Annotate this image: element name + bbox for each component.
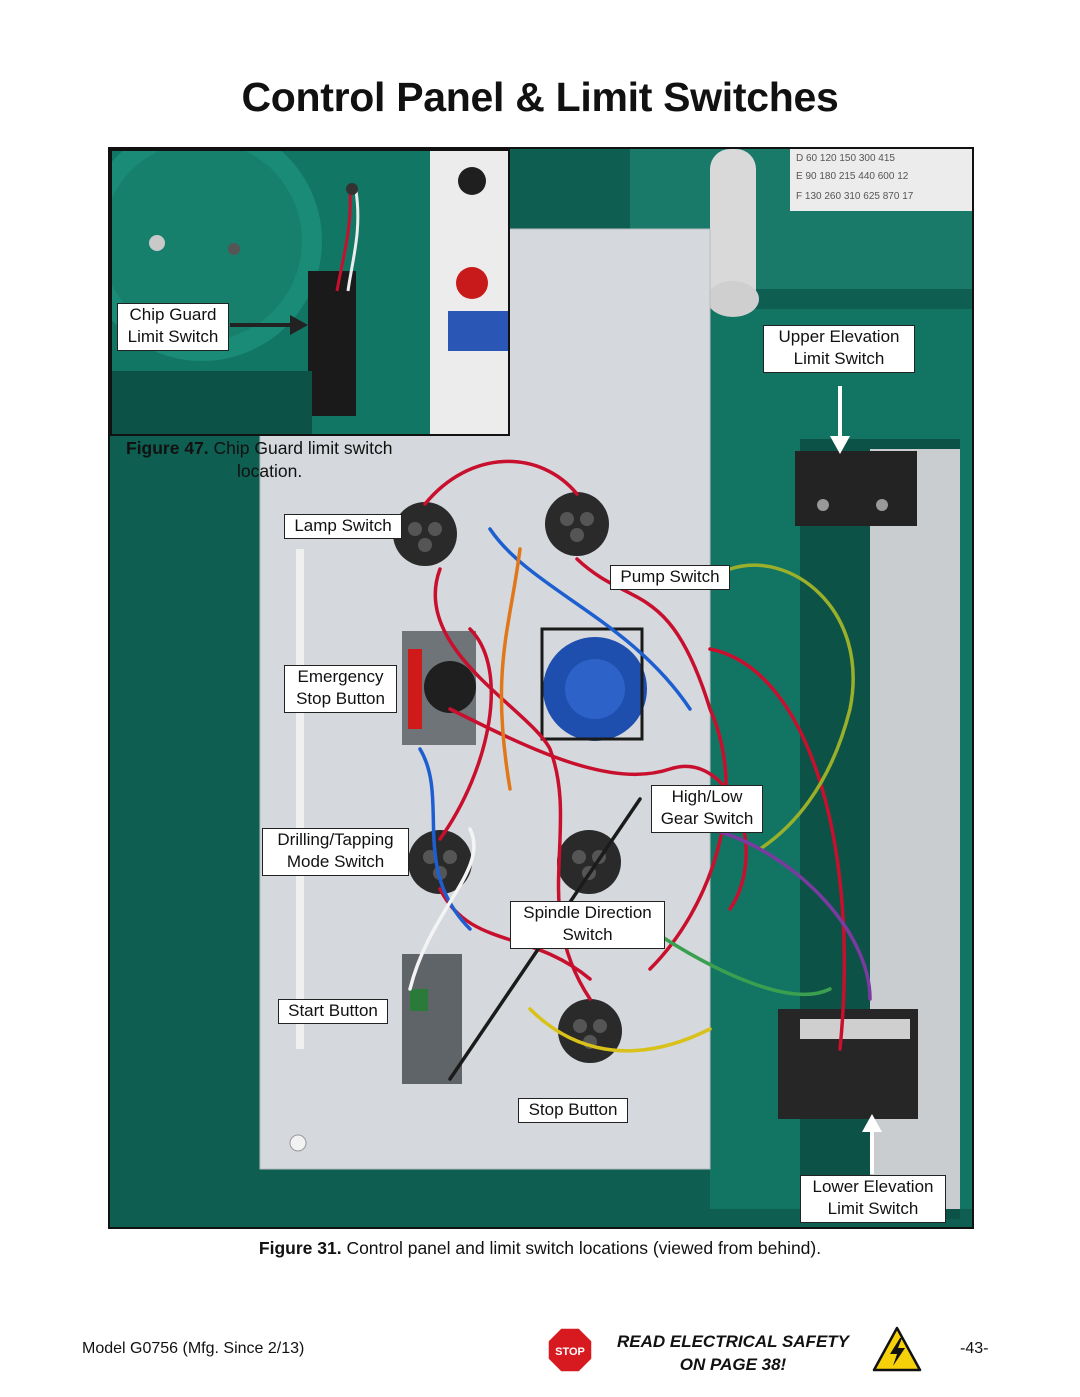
chip-guard-illustration bbox=[112, 151, 508, 434]
figure-31-caption: Figure 31. Control panel and limit switc… bbox=[0, 1237, 1080, 1260]
control-panel-photo: D 60 120 150 300 415 E 90 180 215 440 60… bbox=[108, 147, 974, 1229]
chip-guard-limit-switch-callout: Chip Guard Limit Switch bbox=[117, 303, 229, 351]
upper-elevation-limit-switch-callout: Upper Elevation Limit Switch bbox=[763, 325, 915, 373]
chip-guard-arrow-icon bbox=[230, 315, 308, 335]
emergency-stop-button-callout: Emergency Stop Button bbox=[284, 665, 397, 713]
svg-text:F 130 260 310 625 870 17: F 130 260 310 625 870 17 bbox=[796, 191, 914, 202]
electrical-hazard-icon bbox=[872, 1326, 922, 1372]
page-number: -43- bbox=[960, 1340, 989, 1357]
page-title: Control Panel & Limit Switches bbox=[241, 74, 839, 120]
figure-47-caption: Figure 47. Chip Guard limit switch bbox=[126, 437, 393, 460]
stop-button-callout: Stop Button bbox=[518, 1098, 628, 1123]
warning-line-1: READ ELECTRICAL SAFETY bbox=[616, 1332, 850, 1351]
stop-sign-icon: STOP bbox=[547, 1327, 593, 1373]
drilling-tapping-mode-switch-callout: Drilling/Tapping Mode Switch bbox=[262, 828, 409, 876]
footer-model-text: Model G0756 (Mfg. Since 2/13) bbox=[82, 1340, 305, 1357]
lower-elevation-limit-switch-callout: Lower Elevation Limit Switch bbox=[800, 1175, 946, 1223]
figure-31-caption-number: Figure 31. bbox=[258, 1238, 342, 1258]
pump-switch-callout: Pump Switch bbox=[610, 565, 730, 590]
electrical-safety-warning: READ ELECTRICAL SAFETY ON PAGE 38! bbox=[598, 1330, 868, 1376]
start-button-callout: Start Button bbox=[278, 999, 388, 1024]
svg-text:E 90 180 215 440 600 12: E 90 180 215 440 600 12 bbox=[796, 171, 909, 182]
lamp-switch-callout: Lamp Switch bbox=[284, 514, 402, 539]
upper-elevation-arrow-icon bbox=[830, 386, 850, 454]
warning-line-2: ON PAGE 38! bbox=[679, 1355, 787, 1374]
spindle-direction-switch-callout: Spindle Direction Switch bbox=[510, 901, 665, 949]
lower-elevation-arrow-icon bbox=[862, 1114, 882, 1174]
figure-31-caption-text: Control panel and limit switch locations… bbox=[346, 1238, 822, 1258]
svg-text:D 60 120 150 300 415: D 60 120 150 300 415 bbox=[796, 153, 895, 164]
chip-guard-inset-photo bbox=[110, 149, 510, 436]
high-low-gear-switch-callout: High/Low Gear Switch bbox=[651, 785, 763, 833]
figure-47-caption-line2: location. bbox=[237, 461, 303, 481]
figure-47-caption-number: Figure 47. bbox=[126, 438, 209, 458]
figure-47-caption-line1: Chip Guard limit switch bbox=[213, 438, 393, 458]
stop-sign-text: STOP bbox=[555, 1346, 585, 1358]
